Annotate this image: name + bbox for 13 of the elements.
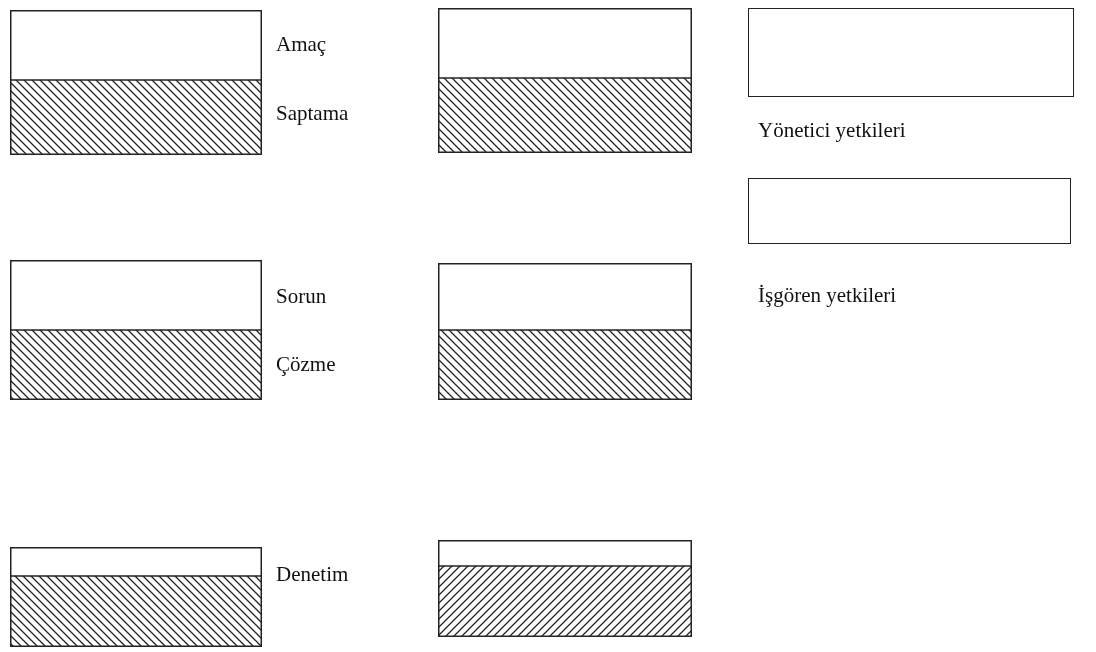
split-hatched-box [10, 260, 262, 400]
split-hatched-box [438, 8, 692, 153]
split-hatched-box [438, 540, 692, 637]
row-label: Amaç [276, 32, 327, 58]
row-label: Denetim [276, 562, 349, 588]
row-label: Saptama [276, 101, 349, 127]
split-hatched-box [10, 547, 262, 647]
node-label: Yönetici yetkileri [758, 118, 906, 144]
row-label: Sorun [276, 284, 327, 310]
split-hatched-box [10, 10, 262, 155]
row-label: Çözme [276, 352, 336, 378]
node-label: İşgören yetkileri [758, 283, 897, 309]
split-hatched-box [438, 263, 692, 400]
